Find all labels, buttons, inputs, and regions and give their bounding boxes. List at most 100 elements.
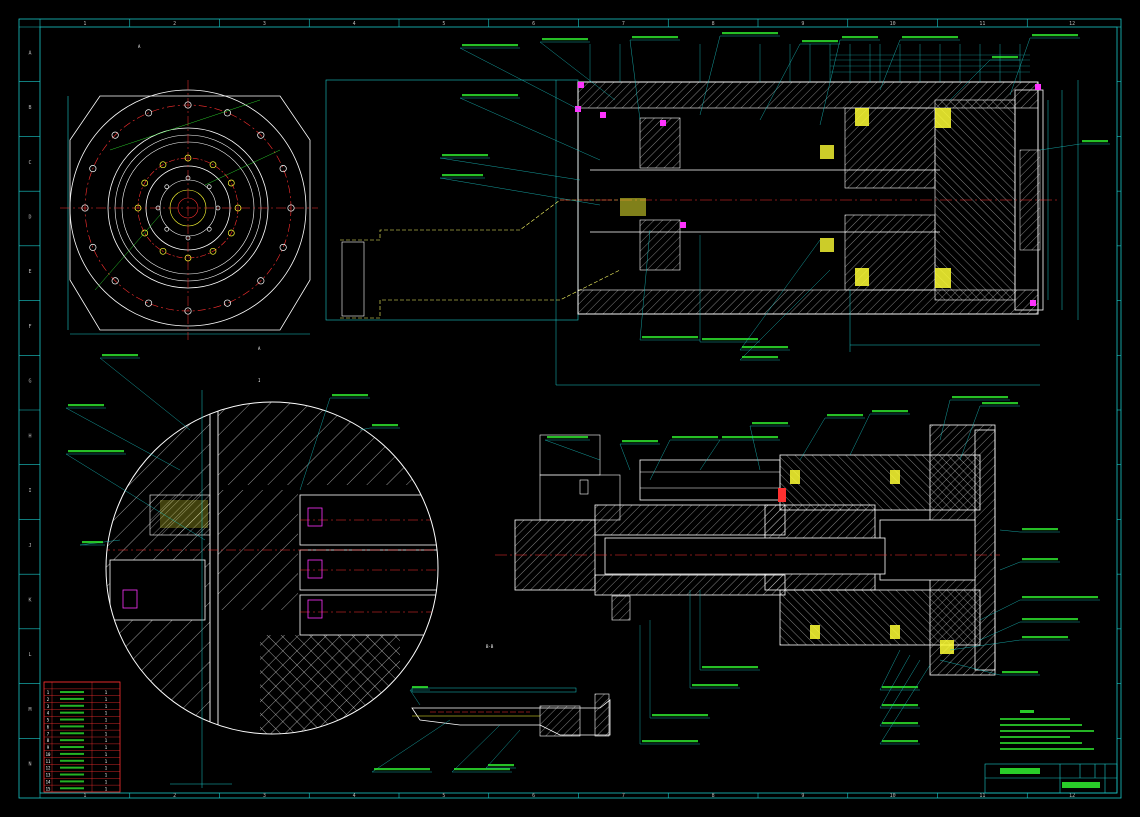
leader-line bbox=[629, 39, 641, 121]
parts-row-qty: 1 bbox=[105, 704, 108, 709]
border-col-label: 3 bbox=[263, 793, 266, 799]
parts-row-name bbox=[60, 704, 84, 707]
border-row-label: I bbox=[28, 488, 31, 494]
leader-line bbox=[359, 427, 371, 431]
border-col-label: 12 bbox=[1069, 21, 1075, 27]
bolt-hole bbox=[184, 101, 192, 109]
border-col-label: 6 bbox=[532, 793, 535, 799]
border-row-label: K bbox=[28, 598, 31, 604]
bolt-hole bbox=[257, 277, 265, 285]
bolt-hole bbox=[141, 229, 149, 237]
parts-row-qty: 1 bbox=[105, 752, 108, 757]
leader-line bbox=[439, 177, 601, 206]
inner-bolt-holes bbox=[134, 154, 242, 262]
leader-line bbox=[739, 269, 831, 361]
parts-row-name bbox=[60, 787, 84, 790]
notes-line bbox=[1000, 742, 1082, 744]
border-row-label: A bbox=[28, 50, 31, 56]
annotation-label bbox=[442, 154, 488, 157]
bolt-hole bbox=[185, 175, 191, 181]
bolt-hole bbox=[215, 205, 221, 211]
border-row-label: F bbox=[28, 324, 31, 330]
parts-row-qty: 1 bbox=[105, 711, 108, 716]
annotation-label bbox=[902, 36, 958, 39]
parts-row-name bbox=[60, 773, 84, 776]
annotation-label bbox=[442, 174, 483, 177]
parts-row-no: 3 bbox=[47, 704, 50, 709]
leader-line bbox=[485, 729, 521, 769]
bolt-hole bbox=[279, 243, 287, 251]
border-col-label: 8 bbox=[712, 21, 715, 27]
annotation-label bbox=[102, 354, 138, 357]
bolt-hole bbox=[257, 131, 265, 139]
annotation-label bbox=[374, 768, 430, 771]
annotation-label bbox=[68, 450, 124, 453]
annotation-label bbox=[742, 346, 788, 349]
annotation-label bbox=[68, 404, 104, 407]
border-row-label: C bbox=[28, 160, 31, 166]
leader-line bbox=[1039, 143, 1081, 151]
border-col-label: 9 bbox=[801, 21, 804, 27]
detail-view-leaders bbox=[65, 354, 400, 546]
leader-line bbox=[99, 357, 191, 431]
parts-row-qty: 1 bbox=[105, 697, 108, 702]
leader-line bbox=[879, 649, 901, 691]
leader-line bbox=[749, 425, 761, 471]
section-mark-bottom: A bbox=[258, 346, 261, 351]
parts-row-qty: 1 bbox=[105, 731, 108, 736]
bolt-hole bbox=[89, 243, 97, 251]
bolt-hole bbox=[206, 184, 212, 190]
border-col-label: 10 bbox=[890, 793, 896, 799]
parts-row-qty: 1 bbox=[105, 773, 108, 778]
border-col-label: 9 bbox=[801, 793, 804, 799]
parts-row-no: 8 bbox=[47, 738, 50, 743]
border-col-label: 4 bbox=[353, 21, 356, 27]
bolt-hole bbox=[184, 154, 192, 162]
leader-line bbox=[879, 664, 931, 745]
annotation-label bbox=[1022, 596, 1098, 599]
leader-line bbox=[699, 439, 721, 471]
detail-view-magnified: I bbox=[65, 354, 439, 788]
detail-view-mark: I bbox=[258, 378, 261, 383]
annotation-label bbox=[412, 686, 428, 689]
outer-bolt-holes bbox=[81, 101, 295, 315]
border-row-label: D bbox=[28, 215, 31, 221]
parts-row-name bbox=[60, 752, 84, 755]
leader-line bbox=[879, 659, 921, 727]
bolt-hole bbox=[227, 229, 235, 237]
parts-row-no: 5 bbox=[47, 718, 50, 723]
annotation-label bbox=[1022, 558, 1058, 561]
border-row-label: L bbox=[28, 652, 31, 658]
parts-row-qty: 1 bbox=[105, 786, 108, 791]
leader-line bbox=[759, 43, 801, 121]
parts-row-qty: 1 bbox=[105, 745, 108, 750]
notes-line bbox=[1000, 718, 1070, 720]
annotation-label bbox=[992, 56, 1018, 59]
border-col-label: 6 bbox=[532, 21, 535, 27]
parts-row-no: 2 bbox=[47, 697, 50, 702]
bolt-hole bbox=[155, 205, 161, 211]
leader-line bbox=[959, 405, 981, 461]
border-col-label: 1 bbox=[83, 793, 86, 799]
parts-row-qty: 1 bbox=[105, 766, 108, 771]
annotation-label bbox=[742, 356, 778, 359]
annotation-label bbox=[1022, 618, 1078, 621]
top-dimension-lines bbox=[589, 44, 1030, 82]
border-col-label: 4 bbox=[353, 793, 356, 799]
bolt-hole bbox=[287, 204, 295, 212]
bolt-hole bbox=[89, 165, 97, 173]
leader-line bbox=[799, 417, 826, 461]
leader-line bbox=[451, 724, 501, 773]
bolt-hole bbox=[223, 109, 231, 117]
bolt-hole bbox=[234, 204, 242, 212]
parts-row-no: 6 bbox=[47, 724, 50, 729]
border-col-label: 5 bbox=[442, 793, 445, 799]
leader-line bbox=[999, 529, 1021, 533]
annotation-label bbox=[982, 402, 1018, 405]
annotation-label bbox=[1082, 140, 1108, 143]
section-mark-top: A bbox=[138, 44, 141, 49]
parts-row-name bbox=[60, 746, 84, 749]
parts-row-no: 4 bbox=[47, 711, 50, 716]
leader-line bbox=[819, 39, 841, 126]
